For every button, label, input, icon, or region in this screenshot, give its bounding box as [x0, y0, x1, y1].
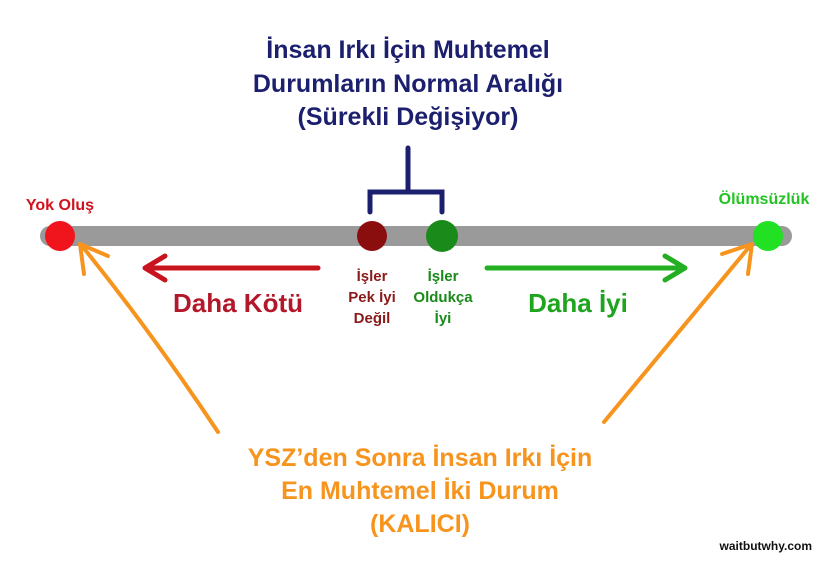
- better-arrow: [484, 253, 688, 283]
- bad-label-line: İşler: [357, 268, 388, 285]
- title: İnsan Irkı İçin Muhtemel Durumların Norm…: [253, 36, 563, 131]
- range-bracket: [367, 145, 445, 215]
- caption-line-1: YSZ’den Sonra İnsan Irkı İçin: [248, 444, 593, 472]
- title-line-2: Durumların Normal Aralığı: [253, 70, 563, 98]
- good-label-line: Oldukça: [413, 289, 473, 306]
- worse-arrow: [142, 253, 321, 283]
- title-line-3: (Sürekli Değişiyor): [298, 103, 519, 131]
- immortality-dot: [753, 221, 783, 251]
- extinction-dot: [45, 221, 75, 251]
- caption-line-2: En Muhtemel İki Durum: [281, 477, 559, 505]
- bad-label-line: Değil: [354, 310, 391, 327]
- right-orange-arrow: [602, 242, 754, 424]
- good-label-line: İşler: [428, 268, 459, 285]
- good-dot: [426, 220, 458, 252]
- bad-label-line: Pek İyi: [348, 289, 396, 306]
- bad-dot: [357, 221, 387, 251]
- watermark: waitbutwhy.com: [719, 539, 812, 553]
- immortality-label: Ölümsüzlük: [719, 189, 810, 208]
- good-label-line: İyi: [435, 310, 452, 327]
- left-orange-arrow: [78, 242, 220, 434]
- bottom-caption: YSZ’den Sonra İnsan Irkı İçin En Muhteme…: [248, 444, 593, 538]
- extinction-label: Yok Oluş: [26, 197, 94, 214]
- better-label: Daha İyi: [528, 288, 628, 318]
- worse-label: Daha Kötü: [173, 288, 303, 318]
- title-line-1: İnsan Irkı İçin Muhtemel: [266, 36, 549, 64]
- caption-line-3: (KALICI): [370, 510, 470, 538]
- good-state-label: İşler Oldukça İyi: [413, 268, 473, 327]
- bad-state-label: İşler Pek İyi Değil: [348, 268, 396, 327]
